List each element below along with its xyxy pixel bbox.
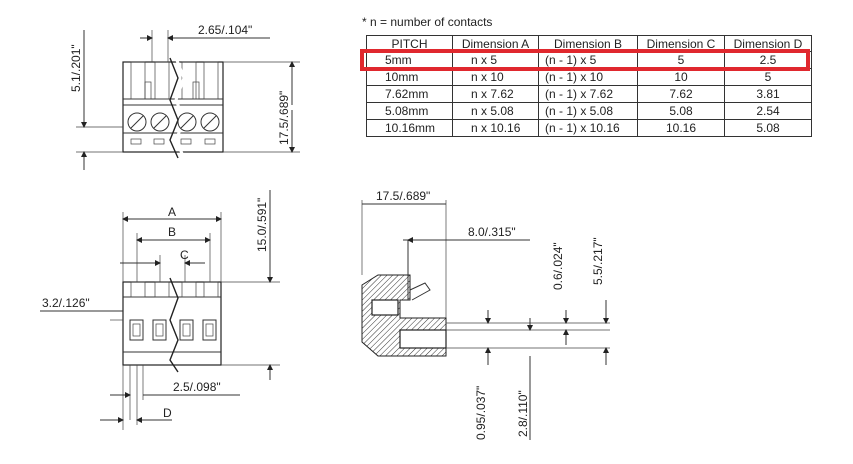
- label-c: C: [180, 248, 189, 262]
- contacts-note: * n = number of contacts: [362, 15, 493, 29]
- cell-dimension-a: n x 7.62: [452, 85, 539, 103]
- cell-pitch: 5.08mm: [366, 102, 453, 120]
- table-row: 10.16mm n x 10.16 (n - 1) x 10.16 10.16 …: [366, 119, 812, 137]
- cell-dimension-c: 10: [637, 68, 725, 86]
- cell-dimension-d: 5: [724, 68, 812, 86]
- dim-side-depth: 2.8/.110": [516, 390, 530, 437]
- label-d: D: [163, 406, 172, 420]
- dim-left-offset: 3.2/.126": [42, 296, 90, 310]
- table-header-row: PITCH Dimension A Dimension B Dimension …: [366, 35, 812, 52]
- cell-pitch: 10mm: [366, 68, 453, 86]
- cell-dimension-b: (n - 1) x 5.08: [538, 102, 638, 120]
- table-row: 10mm n x 10 (n - 1) x 10 10 5: [366, 68, 812, 86]
- dim-side-small: 0.6/.024": [551, 242, 565, 290]
- front-view-top: 2.65/.104" 5.1/.201" 17.5/.689": [69, 23, 300, 170]
- dim-top-width: 2.65/.104": [198, 23, 252, 37]
- cell-dimension-b: (n - 1) x 7.62: [538, 85, 638, 103]
- cell-dimension-b: (n - 1) x 10.16: [538, 119, 638, 137]
- cell-dimension-d: 2.54: [724, 102, 812, 120]
- cell-pitch: 10.16mm: [366, 119, 453, 137]
- top-view-bottom: A B C 15.0/.591" 3.2/.126" 2.5/.098" D: [40, 190, 280, 430]
- dim-bottom-height: 15.0/.591": [255, 198, 269, 252]
- table-row: 7.62mm n x 7.62 (n - 1) x 7.62 7.62 3.81: [366, 85, 812, 103]
- screw-heads: [127, 112, 220, 132]
- col-dimension-b: Dimension B: [538, 35, 638, 52]
- table-row: 5.08mm n x 5.08 (n - 1) x 5.08 5.08 2.54: [366, 102, 812, 120]
- dim-side-pin: 8.0/.315": [468, 225, 516, 239]
- dim-side-pin-dia: 0.95/.037": [474, 386, 488, 440]
- cell-dimension-c: 10.16: [637, 119, 725, 137]
- dim-side-length: 17.5/.689": [376, 189, 430, 203]
- cell-dimension-c: 7.62: [637, 85, 725, 103]
- cell-dimension-d: 5.08: [724, 119, 812, 137]
- side-section-view: 17.5/.689" 8.0/.315" 0.6/.024" 5.5/.217"…: [361, 189, 610, 440]
- cell-dimension-a: n x 10.16: [452, 119, 539, 137]
- dim-side-height: 5.5/.217": [591, 237, 605, 285]
- cell-dimension-a: n x 5.08: [452, 102, 539, 120]
- cell-dimension-a: n x 10: [452, 68, 539, 86]
- dim-top-right-height: 17.5/.689": [277, 91, 291, 145]
- highlighted-row-frame: [360, 49, 810, 71]
- cell-dimension-c: 5.08: [637, 102, 725, 120]
- cell-pitch: 7.62mm: [366, 85, 453, 103]
- dim-top-left-height: 5.1/.201": [69, 44, 83, 92]
- label-a: A: [168, 205, 176, 219]
- col-dimension-c: Dimension C: [637, 35, 725, 52]
- dim-bottom-pitch: 2.5/.098": [173, 380, 221, 394]
- cell-dimension-b: (n - 1) x 10: [538, 68, 638, 86]
- cell-dimension-d: 3.81: [724, 85, 812, 103]
- label-b: B: [168, 225, 176, 239]
